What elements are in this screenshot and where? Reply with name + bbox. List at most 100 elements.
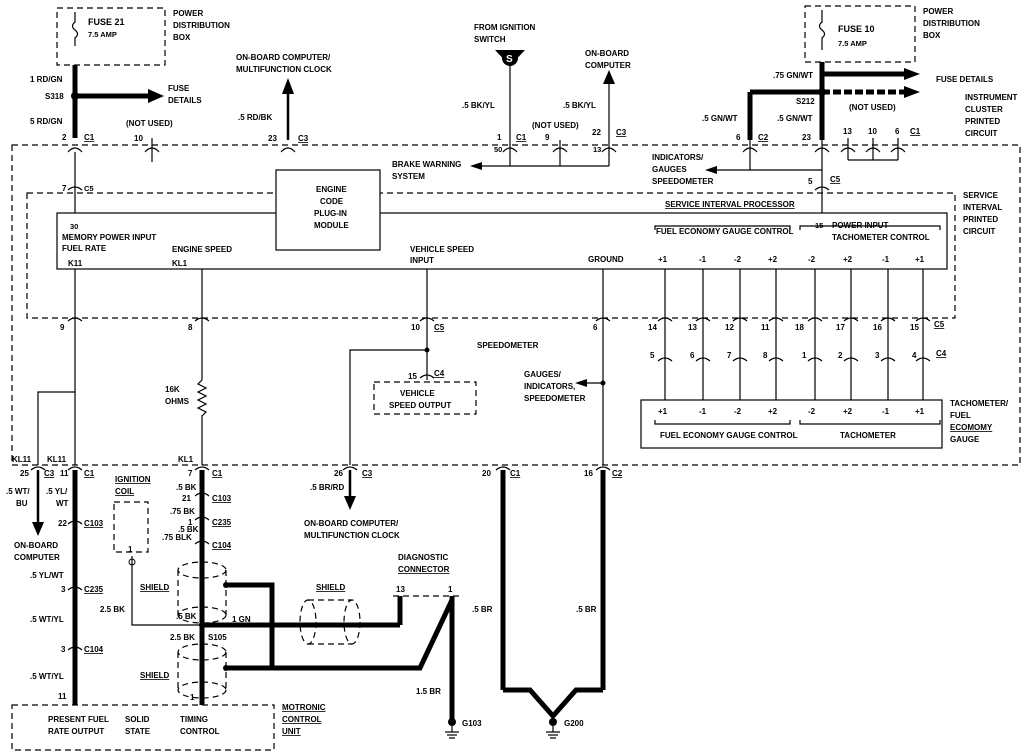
indicators-1: INDICATORS/ xyxy=(652,153,704,162)
vso-box xyxy=(373,381,477,415)
sip-term-2: -1 xyxy=(699,255,707,264)
service-interval-3: PRINTED xyxy=(963,215,998,224)
pin-11: 11 xyxy=(761,323,770,332)
sip-term-8: +1 xyxy=(915,255,925,264)
wire-wtyl1: .5 WT/YL xyxy=(30,615,64,624)
fuse-details-right: FUSE DETAILS xyxy=(936,75,994,84)
engine-code-3: PLUG-IN xyxy=(314,209,347,218)
sip-term-5: -2 xyxy=(808,255,816,264)
ground-g103 xyxy=(445,718,459,739)
fuse10-element xyxy=(818,10,826,50)
fuse21-label: FUSE 21 xyxy=(88,17,125,27)
pin-16: 16 xyxy=(873,323,882,332)
wire-5rdgn: 5 RD/GN xyxy=(30,117,63,126)
pin-21: 21 xyxy=(182,494,191,503)
pin-7c: 7 xyxy=(188,469,193,478)
kl1-label: KL1 xyxy=(178,455,194,464)
sip-fegc: FUEL ECONOMY GAUGE CONTROL xyxy=(656,227,794,236)
splice-s318-label: S318 xyxy=(45,92,64,101)
conn-c5-b: C5 xyxy=(830,175,841,184)
vso-1: VEHICLE xyxy=(400,389,435,398)
wire-ylwt2: .5 YL/WT xyxy=(30,571,64,580)
wire-bkyl2: .5 BK/YL xyxy=(563,101,596,110)
sip-term-1: +1 xyxy=(658,255,668,264)
obc-bottom-mid-arrow xyxy=(344,496,356,510)
shield-1: SHIELD xyxy=(140,583,170,592)
brake-arrow xyxy=(470,162,482,170)
pin-14: 14 xyxy=(648,323,657,332)
tg-term-5: -2 xyxy=(808,407,816,416)
engine-code-box xyxy=(275,169,381,251)
wire-brrd: .5 BR/RD xyxy=(310,483,344,492)
pin-16b: 16 xyxy=(584,469,593,478)
obc-bottom-left-2: COMPUTER xyxy=(14,553,60,562)
wire-gnwt75: .75 GN/WT xyxy=(773,71,813,80)
sip-term-7: -1 xyxy=(882,255,890,264)
pin-13a: 13 xyxy=(593,145,601,154)
fuse10-label: FUSE 10 xyxy=(838,24,875,34)
pin-15c: 15 xyxy=(408,372,417,381)
sip-k11: K11 xyxy=(68,259,83,268)
speedometer-label: SPEEDOMETER xyxy=(477,341,539,350)
ignition-coil-box xyxy=(113,501,149,553)
pin-26: 26 xyxy=(334,469,343,478)
wire-wt: WT xyxy=(56,499,69,508)
instr-cluster-1: INSTRUMENT xyxy=(965,93,1018,102)
ignition-s: S xyxy=(506,54,513,65)
indicators-3: SPEEDOMETER xyxy=(652,177,714,186)
conn-c103-a: C103 xyxy=(84,519,104,528)
splice-s105: S105 xyxy=(208,633,227,642)
engine-code-4: MODULE xyxy=(314,221,349,230)
pin-6a: 6 xyxy=(736,133,741,142)
sip-tach-control: TACHOMETER CONTROL xyxy=(832,233,930,242)
pin-6b: 6 xyxy=(895,127,900,136)
wire-75blk: .75 BLK xyxy=(162,533,192,542)
pdb-left-2: DISTRIBUTION xyxy=(173,21,230,30)
pin-1a: 1 xyxy=(497,133,502,142)
g103-label: G103 xyxy=(462,719,482,728)
pin-1c: 1 xyxy=(128,545,133,554)
indicators-arrow xyxy=(705,166,717,174)
wire-ylwt: .5 YL/ xyxy=(46,487,68,496)
conn-c3-b: C3 xyxy=(616,128,627,137)
conn-c235-a: C235 xyxy=(84,585,104,594)
gauges-3: SPEEDOMETER xyxy=(524,394,586,403)
sip-term-3: -2 xyxy=(734,255,742,264)
wire-5bk1: .5 BK xyxy=(176,483,197,492)
fuse21-box xyxy=(56,7,166,66)
gauges-2: INDICATORS, xyxy=(524,382,575,391)
obc-bottom-left-arrow xyxy=(32,522,44,536)
tg-term-2: -1 xyxy=(699,407,707,416)
splice-coil xyxy=(128,558,136,566)
not-used-b: (NOT USED) xyxy=(532,121,579,130)
obc-up-arrow-b xyxy=(603,70,615,84)
pin-17: 17 xyxy=(836,323,845,332)
conn-c1-f: C1 xyxy=(510,469,521,478)
pin-4: 4 xyxy=(912,351,917,360)
pin-1d: 1 xyxy=(188,518,193,527)
shield-2-bot xyxy=(177,681,227,699)
obc-bottom-mid-1: ON-BOARD COMPUTER/ xyxy=(304,519,399,528)
wire-1rdgn: 1 RD/GN xyxy=(30,75,63,84)
fuse21-amp: 7.5 AMP xyxy=(88,30,117,39)
pin-23a: 23 xyxy=(268,134,277,143)
tach-side-1: TACHOMETER/ xyxy=(950,399,1009,408)
top-connector-arcs xyxy=(67,147,906,153)
pin-2: 2 xyxy=(62,133,67,142)
service-interval-4: CIRCUIT xyxy=(963,227,996,236)
pin-5a: 5 xyxy=(808,177,813,186)
resistor xyxy=(196,379,208,465)
instrument-cluster-box xyxy=(11,144,1021,466)
pin-3b: 3 xyxy=(61,585,66,594)
pin-12: 12 xyxy=(725,323,734,332)
pin-23b: 23 xyxy=(802,133,811,142)
pin-8: 8 xyxy=(188,323,193,332)
ohms-2: OHMS xyxy=(165,397,190,406)
motronic-item-2b: STATE xyxy=(125,727,151,736)
pin-10b: 10 xyxy=(868,127,877,136)
sip-kl1: KL1 xyxy=(172,259,188,268)
pin-1e: 1 xyxy=(190,693,195,702)
gauges-1: GAUGES/ xyxy=(524,370,562,379)
wire-wtbu: .5 WT/ xyxy=(6,487,30,496)
